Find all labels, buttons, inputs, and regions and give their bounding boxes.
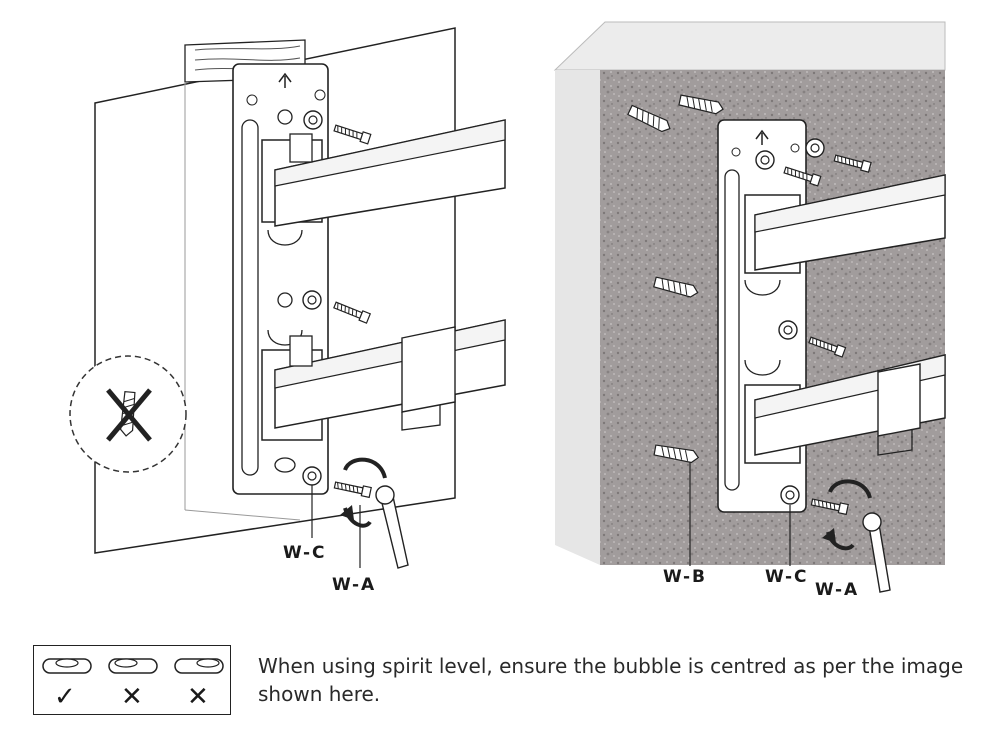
label-left-w-c: W-C [283,543,327,563]
cross-icon: ✕ [187,682,209,712]
concrete-wall-illustration [553,21,946,593]
level-vial-off-right [174,658,224,674]
label-right-w-b: W-B [663,567,707,587]
label-right-w-a: W-A [815,580,859,600]
check-icon: ✓ [54,682,76,712]
label-right-w-c: W-C [765,567,809,587]
cross-icon: ✕ [121,682,143,712]
level-vial-off-left [108,658,158,674]
label-left-w-a: W-A [332,575,376,595]
wood-wall-illustration [69,27,506,569]
spirit-level-vials [42,658,224,674]
spirit-level-instruction: When using spirit level, ensure the bubb… [258,654,964,706]
level-vial-centred [42,658,92,674]
spirit-level-guide: ✓ ✕ ✕ [33,645,231,715]
